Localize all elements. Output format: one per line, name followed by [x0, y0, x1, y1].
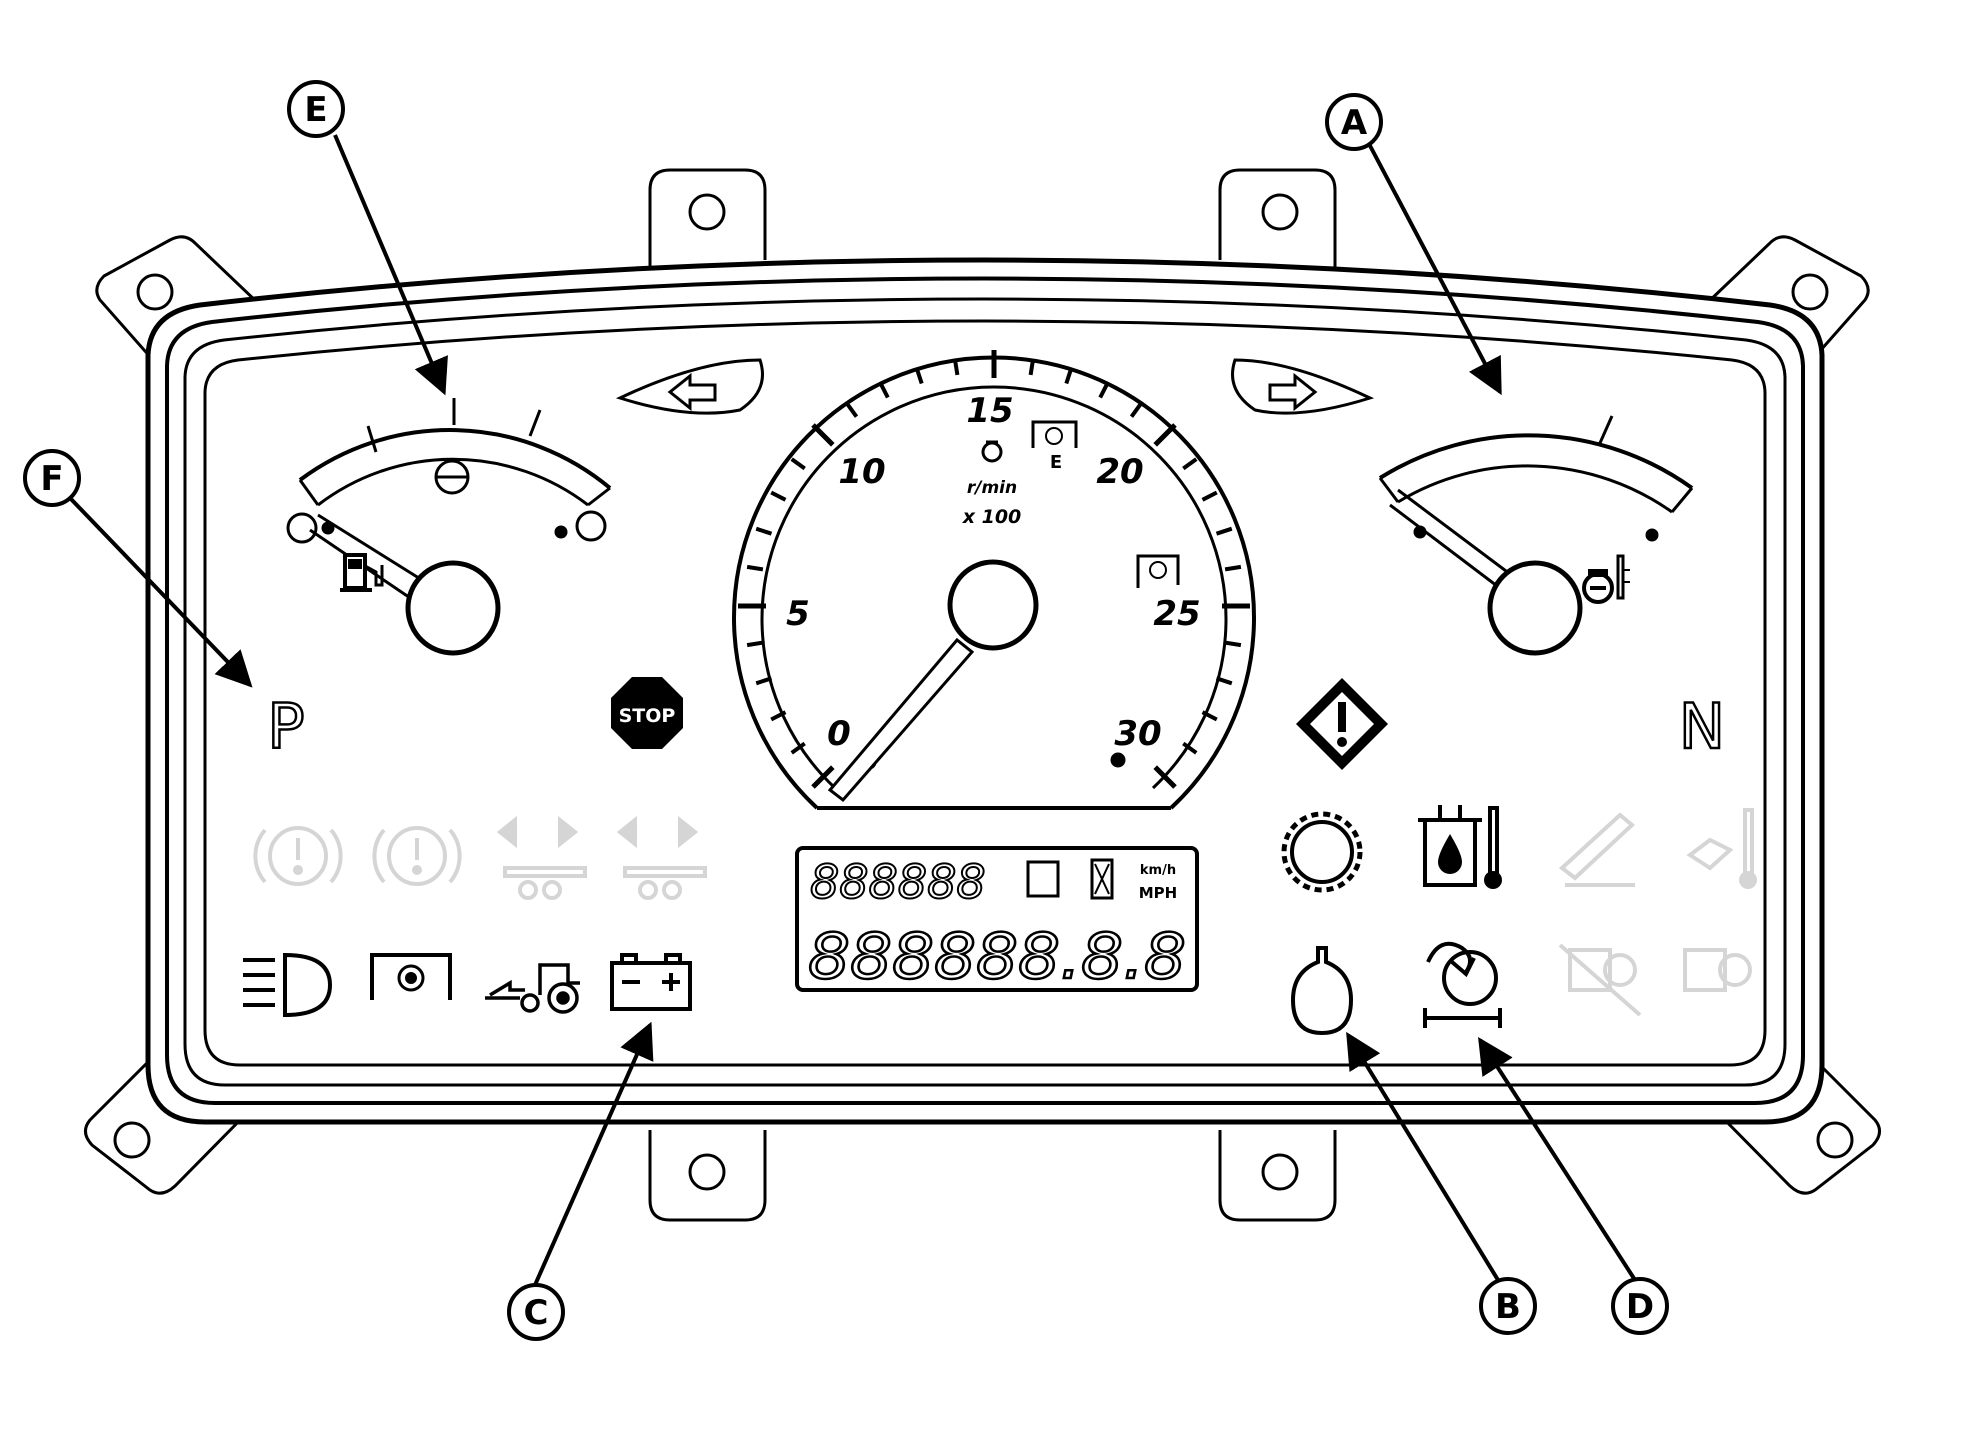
- tachometer-needle: [827, 637, 975, 803]
- callout-e: E: [287, 80, 345, 138]
- tach-label-15: 15: [966, 391, 1013, 431]
- stop-icon: STOP: [611, 677, 683, 749]
- tachometer-needle-hub: [947, 559, 1039, 651]
- half-mark-icon: [434, 459, 470, 495]
- dpf-icon: [1558, 943, 1642, 1017]
- tach-tick: [1215, 526, 1233, 536]
- eco-label: E: [1050, 452, 1062, 473]
- neutral-indicator: N: [1679, 690, 1725, 763]
- tach-tick: [746, 640, 764, 648]
- tach-label-20: 20: [1096, 452, 1143, 492]
- tach-tick: [811, 765, 835, 789]
- tach-tick: [755, 676, 773, 686]
- tach-tick: [952, 358, 960, 376]
- tach-tick: [1153, 765, 1177, 789]
- pto-small-icon: [1031, 420, 1078, 448]
- tach-unit-rpm: r/min: [967, 478, 1017, 498]
- transmission-temperature-icon: [1686, 808, 1757, 889]
- hydraulic-oil-icon: [1418, 805, 1502, 889]
- callout-f-label: F: [40, 459, 63, 499]
- tach-tick: [878, 382, 890, 399]
- callout-a: A: [1325, 93, 1383, 151]
- tach-pto-icon: [1136, 554, 1180, 588]
- callout-b-label: B: [1495, 1287, 1521, 1327]
- dpf-regen-icon: [1683, 948, 1752, 992]
- tach-tick: [1201, 490, 1218, 502]
- coolant-temperature-icon: [1582, 554, 1630, 604]
- engine-gear-icon: [1281, 811, 1363, 893]
- stop-label: STOP: [619, 705, 676, 727]
- tach-tick: [755, 526, 773, 536]
- lcd-pto-icon: [1026, 860, 1060, 898]
- turn-left-arrow-icon: [615, 358, 764, 415]
- lcd-unit-kmh: km/h: [1140, 863, 1176, 878]
- tach-tick: [845, 402, 859, 418]
- tach-tick: [1224, 564, 1242, 572]
- lcd-unit-mph: MPH: [1139, 884, 1177, 902]
- tach-tick: [1182, 457, 1198, 471]
- tach-scale-labels: 0 5 10 15 20 25 30: [786, 391, 1201, 754]
- tach-tick: [1129, 402, 1143, 418]
- tractor-icon: [485, 963, 580, 1014]
- lcd-bottom-digits: 888888.8.8: [808, 920, 1186, 993]
- callout-a-label: A: [1341, 103, 1368, 143]
- tach-tick: [811, 423, 835, 447]
- callout-leaders: [68, 134, 1637, 1286]
- fuel-needle-hub: [405, 560, 501, 656]
- trailer-2-icon: [616, 815, 707, 900]
- tach-tick: [1201, 710, 1218, 722]
- lcd-top-digits: 888888: [810, 855, 986, 909]
- engine-oil-small-icon: [981, 440, 1003, 463]
- lcd-display: 888888 km/h MPH 888888.8.8: [795, 846, 1199, 994]
- tach-tick: [1028, 358, 1036, 376]
- parking-brake-icon: [372, 826, 462, 886]
- tach-label-5: 5: [786, 594, 810, 634]
- tach-tick: [1098, 382, 1110, 399]
- callout-b: B: [1479, 1277, 1537, 1335]
- tach-tick: [1153, 423, 1177, 447]
- temperature-needle-hub: [1487, 560, 1583, 656]
- tach-unit-multiplier: x 100: [962, 506, 1022, 528]
- callout-c-label: C: [524, 1293, 549, 1333]
- pedal-icon: [1558, 812, 1636, 887]
- callout-c: C: [507, 1283, 565, 1341]
- callout-f: F: [23, 449, 81, 507]
- tach-tick: [914, 367, 924, 385]
- coolant-temperature-gauge: [1378, 415, 1694, 656]
- tach-tick: [790, 457, 806, 471]
- callout-d: D: [1611, 1277, 1669, 1335]
- air-filter-icon: [1423, 941, 1502, 1028]
- callout-e-label: E: [304, 90, 327, 130]
- tach-tick: [770, 710, 787, 722]
- pto-icon: [370, 953, 452, 1000]
- engine-oil-icon: [1290, 946, 1354, 1036]
- tach-tick: [1215, 676, 1233, 686]
- tach-label-30: 30: [1114, 714, 1161, 754]
- tach-tick: [770, 490, 787, 502]
- tach-tick: [746, 564, 764, 572]
- tach-tick: [1064, 367, 1074, 385]
- fuel-gauge: [286, 398, 612, 656]
- lcd-hourglass-icon: [1090, 858, 1114, 900]
- brake-icon: [253, 826, 343, 886]
- callout-d-label: D: [1626, 1287, 1654, 1327]
- warning-icon: [1296, 678, 1388, 770]
- turn-right-arrow-icon: [1231, 358, 1375, 415]
- tach-tick: [1224, 640, 1242, 648]
- park-indicator: P: [267, 690, 304, 763]
- tach-label-10: 10: [838, 452, 885, 492]
- battery-icon: [610, 953, 692, 1011]
- tach-label-0: 0: [827, 714, 851, 754]
- tachometer: [732, 350, 1256, 810]
- tach-tick: [790, 741, 806, 755]
- headlight-icon: [243, 952, 333, 1018]
- tach-tick: [1182, 741, 1198, 755]
- tach-label-25: 25: [1153, 594, 1200, 634]
- fuel-pump-icon: [340, 553, 384, 592]
- trailer-1-icon: [496, 815, 587, 900]
